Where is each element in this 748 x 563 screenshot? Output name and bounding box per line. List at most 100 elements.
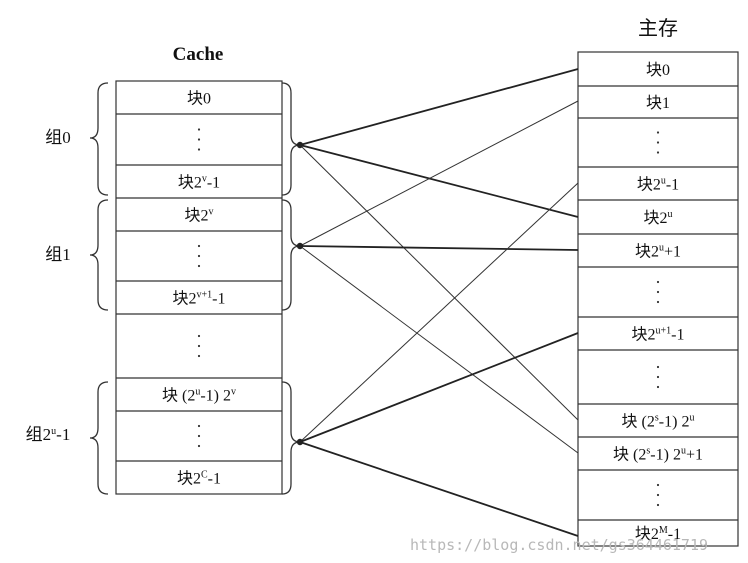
mapping-line bbox=[299, 144, 579, 218]
memory-ellipsis bbox=[656, 365, 660, 389]
cache-block-label-tail: -1 bbox=[207, 175, 220, 192]
cache-block-label: 块2v-1 bbox=[178, 174, 220, 192]
group2-right-brace bbox=[281, 381, 301, 495]
main-memory-box bbox=[577, 51, 739, 547]
memory-block-label-tail: +1 bbox=[664, 244, 681, 261]
mapping-line bbox=[299, 182, 579, 443]
memory-block-label: 块2u bbox=[643, 209, 672, 227]
cache-ellipsis bbox=[197, 244, 201, 268]
mapping-line bbox=[299, 245, 579, 251]
cache-block-label-base: 块2 bbox=[177, 470, 201, 488]
group-labels: 组0 组1 组2u-1 bbox=[26, 128, 71, 444]
memory-block-label-tail: -1) 2 bbox=[650, 447, 681, 464]
memory-block-label-sup: s bbox=[655, 413, 659, 424]
memory-block-label-base: 块2 bbox=[635, 243, 659, 261]
cache-block-label-tail: -1 bbox=[212, 291, 225, 308]
cache-block-label-tail: -1 bbox=[208, 471, 221, 488]
mapping-line bbox=[299, 144, 579, 421]
main-memory-title: 主存 bbox=[638, 17, 678, 40]
group0-left-brace bbox=[89, 82, 109, 196]
cache-ellipsis bbox=[197, 128, 201, 151]
group-label-base: 组1 bbox=[45, 245, 71, 264]
cache-block-label-base: 块2 bbox=[184, 207, 208, 225]
memory-block-label: 块0 bbox=[646, 61, 670, 79]
memory-block-label-tail: -1 bbox=[666, 177, 679, 194]
connection-lines bbox=[296, 68, 579, 537]
memory-block-label-sup: u bbox=[661, 176, 666, 187]
group-label-base: 组2 bbox=[26, 425, 52, 444]
memory-block-label-base: 块 (2 bbox=[622, 413, 655, 431]
memory-block-label-base: 块2 bbox=[632, 326, 656, 344]
cache-ellipsis bbox=[197, 424, 201, 448]
cache-block-label: 块 (2u-1) 2v bbox=[162, 387, 236, 405]
memory-block-label: 块1 bbox=[646, 94, 670, 112]
group-label: 组0 bbox=[45, 128, 71, 147]
cache-block-label-sup: v bbox=[202, 174, 207, 185]
memory-block-label: 块 (2s-1) 2u+1 bbox=[613, 446, 703, 464]
mapping-line bbox=[299, 245, 579, 454]
memory-block-label-sup: u+1 bbox=[656, 326, 672, 337]
group1-left-brace bbox=[89, 199, 109, 311]
watermark: https://blog.csdn.net/gs364461719 bbox=[410, 536, 708, 554]
memory-block-label-base: 块2 bbox=[635, 525, 659, 543]
group0-right-brace bbox=[281, 82, 301, 196]
memory-block-label-tail2: +1 bbox=[686, 447, 703, 464]
memory-block-label-sup: u bbox=[659, 243, 664, 254]
memory-block-label-base: 块1 bbox=[646, 94, 670, 112]
memory-block-label-tail: -1) 2 bbox=[659, 414, 690, 431]
memory-block-label: 块2u-1 bbox=[637, 176, 679, 194]
cache-block-label: 块2v bbox=[184, 207, 213, 225]
group-anchor-dot bbox=[296, 438, 304, 446]
memory-block-label-sup: s bbox=[646, 446, 650, 457]
memory-ellipsis bbox=[656, 483, 660, 507]
cache-block-label-sup2: v bbox=[231, 387, 236, 398]
memory-block-label-sup2: u bbox=[681, 446, 686, 457]
cache-block-label: 块2v+1-1 bbox=[173, 290, 226, 308]
memory-block-label: 块2u+1-1 bbox=[632, 326, 685, 344]
group-anchor-dot bbox=[296, 141, 304, 149]
memory-block-label-base: 块0 bbox=[646, 61, 670, 79]
cache-title: Cache bbox=[173, 44, 224, 65]
cache-block-label: 块2C-1 bbox=[177, 470, 221, 488]
cache-ellipsis bbox=[197, 334, 201, 358]
group-label-tail: -1 bbox=[56, 425, 70, 444]
memory-block-label-sup: u bbox=[668, 209, 673, 220]
cache-block-label-base: 块0 bbox=[187, 90, 211, 108]
cache-block-label-tail: -1) 2 bbox=[200, 388, 231, 405]
group2-left-brace bbox=[89, 381, 109, 495]
memory-ellipsis bbox=[656, 131, 660, 154]
mapping-line bbox=[299, 441, 579, 537]
cache-block-label-sup: v bbox=[209, 207, 214, 218]
cache-block-label: 块0 bbox=[187, 90, 211, 108]
group-label-sup: u bbox=[51, 426, 56, 437]
cache-block-label-sup: v+1 bbox=[197, 290, 213, 301]
memory-block-label-sup2: u bbox=[689, 413, 694, 424]
cache-box bbox=[115, 80, 283, 495]
cache-block-label-base: 块2 bbox=[178, 174, 202, 192]
memory-ellipsis bbox=[656, 280, 660, 304]
group-label-base: 组0 bbox=[45, 128, 71, 147]
memory-block-label: 块2M-1 bbox=[635, 525, 681, 543]
memory-block-label-base: 块 (2 bbox=[613, 446, 646, 464]
cache-block-label-sup: C bbox=[201, 470, 208, 481]
mapping-line bbox=[299, 68, 579, 146]
memory-block-label: 块2u+1 bbox=[635, 243, 681, 261]
memory-block-label-base: 块2 bbox=[637, 176, 661, 194]
cache-block-label-base: 块 (2 bbox=[162, 387, 195, 405]
cache-block-label-base: 块2 bbox=[173, 290, 197, 308]
memory-block-label-sup: M bbox=[659, 525, 668, 536]
mapping-line bbox=[299, 332, 579, 443]
mapping-line bbox=[299, 100, 579, 247]
group-label: 组2u-1 bbox=[26, 425, 71, 444]
memory-block-label-tail: -1 bbox=[668, 526, 681, 543]
memory-block-label: 块 (2s-1) 2u bbox=[622, 413, 695, 431]
memory-block-label-tail: -1 bbox=[671, 327, 684, 344]
group1-right-brace bbox=[281, 199, 301, 311]
group-anchor-dot bbox=[296, 242, 304, 250]
memory-block-label-base: 块2 bbox=[643, 209, 667, 227]
cache-block-label-sup: u bbox=[195, 387, 200, 398]
group-label: 组1 bbox=[45, 245, 71, 264]
